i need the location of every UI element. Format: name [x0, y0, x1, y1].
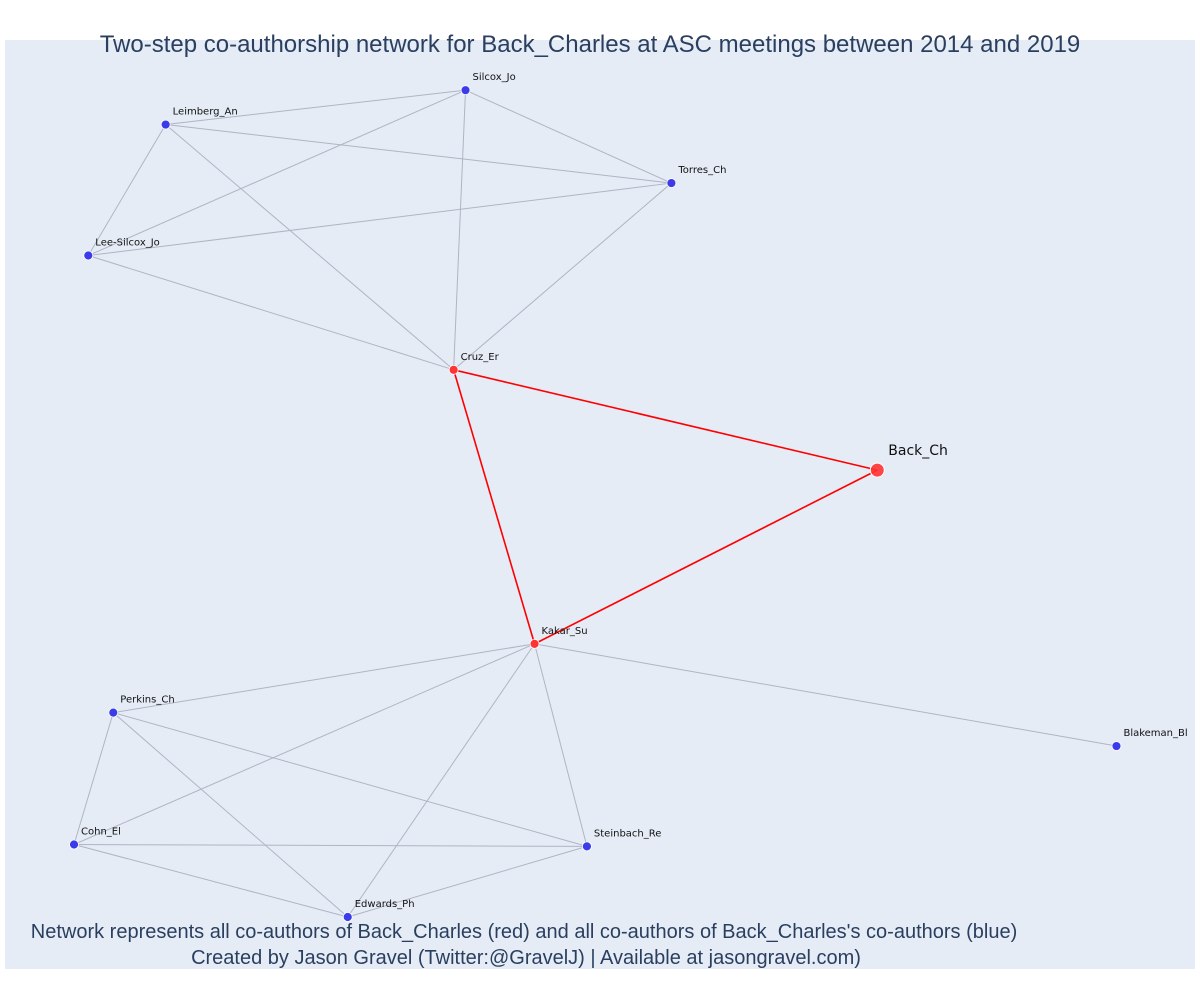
node-Perkins_Ch[interactable] — [108, 707, 119, 718]
node-label-Edwards_Ph: Edwards_Ph — [355, 899, 415, 910]
edge-Leimberg_An-Torres_Ch — [165, 124, 672, 184]
edge-Kakar_Su-Steinbach_Re — [534, 643, 588, 847]
edge-Perkins_Ch-Edwards_Ph — [112, 712, 349, 918]
node-label-Cohn_El: Cohn_El — [81, 827, 121, 838]
node-Steinbach_Re[interactable] — [582, 841, 592, 852]
edge-Leimberg_An-Lee-Silcox_Jo — [87, 124, 167, 256]
edge-Perkins_Ch-Cohn_El — [73, 712, 114, 845]
node-Back_Ch[interactable] — [869, 462, 885, 478]
edge-Cohn_El-Steinbach_Re — [74, 844, 587, 847]
node-Cohn_El[interactable] — [69, 839, 79, 850]
node-Blakeman_Bl[interactable] — [1111, 741, 1122, 751]
node-Kakar_Su[interactable] — [529, 638, 540, 649]
edge-Torres_Ch-Cruz_Er — [453, 182, 672, 371]
edge-Torres_Ch-Lee-Silcox_Jo — [88, 182, 672, 257]
node-label-Leimberg_An: Leimberg_An — [173, 107, 238, 118]
edge-Lee-Silcox_Jo-Cruz_Er — [88, 255, 454, 371]
edge-Back_Ch-Kakar_Su — [534, 469, 878, 645]
edge-Kakar_Su-Perkins_Ch — [113, 643, 535, 714]
node-label-Torres_Ch: Torres_Ch — [677, 165, 726, 176]
node-Silcox_Jo[interactable] — [460, 85, 471, 96]
node-label-Back_Ch: Back_Ch — [888, 443, 948, 459]
edge-Silcox_Jo-Cruz_Er — [453, 90, 467, 370]
node-label-Blakeman_Bl: Blakeman_Bl — [1123, 728, 1187, 739]
edge-Perkins_Ch-Steinbach_Re — [113, 712, 588, 847]
node-label-Cruz_Er: Cruz_Er — [461, 352, 500, 363]
node-label-Steinbach_Re: Steinbach_Re — [594, 828, 662, 839]
nodes-layer — [69, 85, 1122, 922]
node-Edwards_Ph[interactable] — [342, 912, 353, 922]
edges-layer — [73, 89, 1117, 918]
node-Lee-Silcox_Jo[interactable] — [83, 250, 94, 261]
chart-title: Two-step co-authorship network for Back_… — [100, 31, 1081, 58]
edge-Kakar_Su-Cohn_El — [73, 643, 535, 845]
edge-Edwards_Ph-Steinbach_Re — [347, 845, 588, 918]
footnote-line-1: Network represents all co-authors of Bac… — [31, 921, 1017, 943]
edge-Back_Ch-Cruz_Er — [453, 369, 878, 471]
node-label-Perkins_Ch: Perkins_Ch — [120, 695, 174, 706]
edge-Cohn_El-Edwards_Ph — [73, 844, 348, 918]
node-label-Kakar_Su: Kakar_Su — [542, 626, 588, 637]
node-Cruz_Er[interactable] — [448, 364, 459, 375]
edge-Silcox_Jo-Torres_Ch — [465, 89, 672, 184]
edge-Kakar_Su-Edwards_Ph — [347, 643, 535, 918]
edge-Cruz_Er-Kakar_Su — [452, 369, 536, 645]
node-label-Lee-Silcox_Jo: Lee-Silcox_Jo — [95, 238, 160, 249]
node-label-Silcox_Jo: Silcox_Jo — [473, 72, 516, 83]
edge-Silcox_Jo-Lee-Silcox_Jo — [88, 89, 466, 256]
edge-Silcox_Jo-Leimberg_An — [165, 89, 466, 126]
footnote-line-2: Created by Jason Gravel (Twitter:@Gravel… — [191, 947, 861, 969]
plot-background — [5, 40, 1195, 969]
node-Leimberg_An[interactable] — [160, 119, 171, 130]
node-Torres_Ch[interactable] — [666, 178, 677, 188]
edge-Leimberg_An-Cruz_Er — [165, 124, 454, 371]
edge-Kakar_Su-Blakeman_Bl — [534, 643, 1117, 747]
